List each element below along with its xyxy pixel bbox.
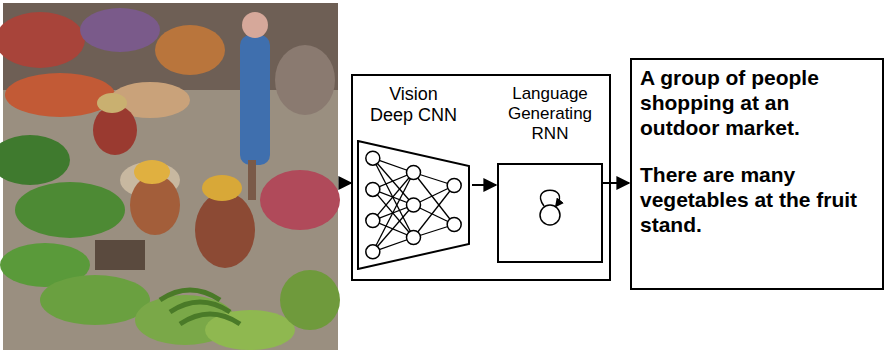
flow-arrow: [603, 182, 629, 184]
flow-arrow: [472, 184, 496, 186]
rnn-block: Language Generating RNN: [497, 80, 603, 263]
block-heading: Language Generating RNN: [497, 80, 603, 144]
market-photo: [0, 3, 340, 350]
input-arrow: [340, 182, 351, 184]
cnn-block: Vision Deep CNN: [355, 80, 472, 272]
rnn-box: [497, 163, 603, 263]
caption-sentence: A group of people shopping at an outdoor…: [640, 66, 874, 140]
block-heading: Vision Deep CNN: [355, 80, 472, 126]
caption-box: A group of people shopping at an outdoor…: [630, 58, 884, 290]
caption-sentence: There are many vegetables at the fruit s…: [640, 163, 874, 237]
model-frame: [352, 75, 610, 280]
cnn-trapezoid: [357, 140, 470, 270]
